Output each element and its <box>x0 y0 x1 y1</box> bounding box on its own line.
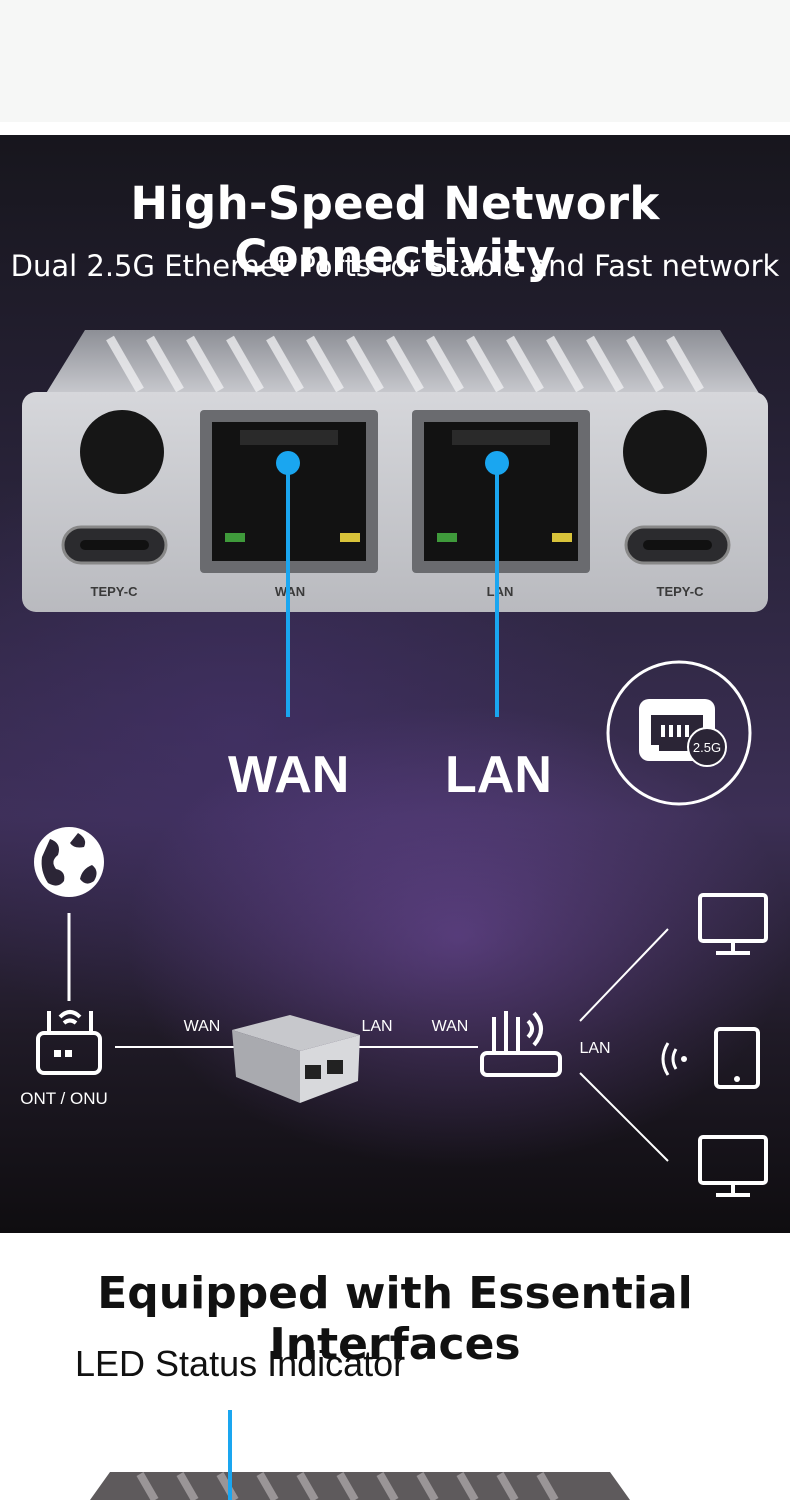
svg-text:WAN: WAN <box>432 1018 469 1035</box>
callout-lan-label: LAN <box>445 746 552 804</box>
desktop-monitor-icon-bottom <box>698 1135 768 1197</box>
connectivity-banner: High-Speed Network Connectivity Dual 2.5… <box>0 135 790 1233</box>
callout-wan-label: WAN <box>228 746 350 804</box>
network-topology-diagram: ONT / ONU WAN LAN WAN LAN <box>20 827 768 1197</box>
banner-subtitle: Dual 2.5G Ethernet Ports for Stable and … <box>10 249 780 283</box>
tablet-icon <box>714 1027 760 1089</box>
led-indicator-heading: LED Status Indicator <box>75 1343 406 1384</box>
globe-icon <box>34 827 104 897</box>
svg-text:WAN: WAN <box>184 1018 221 1035</box>
device-top-peek-illustration <box>90 1410 630 1500</box>
svg-text:LAN: LAN <box>579 1040 610 1057</box>
router-icon <box>480 1011 562 1077</box>
port-label-lan: LAN <box>487 584 514 599</box>
desktop-monitor-icon-top <box>698 893 768 955</box>
svg-text:2.5G: 2.5G <box>693 740 721 755</box>
top-blank-bar <box>0 0 790 122</box>
ont-label: ONT / ONU <box>20 1089 108 1108</box>
device-front-illustration: TEPY-C WAN LAN TEPY-C <box>22 330 768 612</box>
svg-text:LAN: LAN <box>361 1018 392 1035</box>
ont-modem-icon <box>36 1010 102 1075</box>
mini-pc-icon <box>232 1015 360 1103</box>
interfaces-section-title: Equipped with Essential Interfaces <box>97 1268 693 1370</box>
banner-title: High-Speed Network Connectivity <box>130 177 660 283</box>
ethernet-2-5g-badge: 2.5G <box>606 660 752 806</box>
callout-lines <box>286 465 499 717</box>
port-label-typec-left: TEPY-C <box>91 584 139 599</box>
port-label-typec-right: TEPY-C <box>657 584 705 599</box>
wireless-signal-icon <box>661 1042 678 1076</box>
